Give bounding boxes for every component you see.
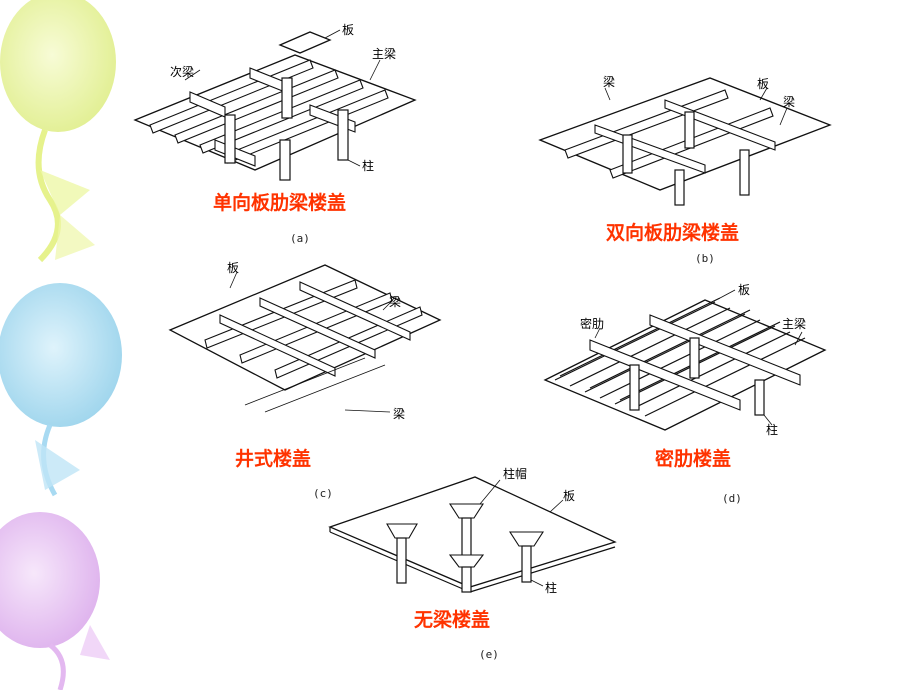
label-slab: 板 [738,283,750,297]
columns [622,111,750,206]
label-rib: 密肋 [580,316,604,331]
label-secondary-beam: 次梁 [170,64,194,79]
label-slab: 板 [227,261,239,275]
fig-e-sub: (e) [479,648,499,661]
blue-balloon [0,283,122,497]
label-beam-upper: 梁 [389,294,401,309]
figure-e-flat-slab: 柱帽 板 柱 [328,466,617,595]
label-beam-right: 梁 [783,94,795,109]
figure-a-one-way-slab: 板 次梁 主梁 柱 [133,23,417,181]
label-beam-lower: 梁 [393,406,405,421]
fig-b-sub: (b) [695,252,715,265]
label-column: 柱 [362,158,374,173]
dense-ribs [554,297,806,417]
label-column: 柱 [766,422,778,437]
main-beams [589,314,801,411]
figure-b-two-way-slab: 梁 板 梁 [538,74,832,206]
columns [629,337,765,416]
grid-beams [204,279,423,379]
label-slab: 板 [342,23,354,37]
figure-d-ribbed-slab: 板 密肋 主梁 柱 [543,283,827,437]
label-main-beam: 主梁 [782,316,806,331]
columns [224,77,349,181]
purple-balloon [0,512,110,690]
column-capitals-and-columns [386,503,545,593]
fig-c-sub: (c) [313,487,333,500]
yellow-balloon [0,0,116,263]
balloon-decoration [0,0,122,690]
fig-b-title: 双向板肋梁楼盖 [606,222,740,244]
label-capital: 柱帽 [503,466,527,481]
label-slab: 板 [563,489,575,503]
fig-d-sub: (d) [722,492,742,505]
fig-e-title: 无梁楼盖 [414,609,491,631]
label-main-beam: 主梁 [372,46,396,61]
fig-d-title: 密肋楼盖 [655,448,732,470]
fig-c-title: 井式楼盖 [235,448,312,470]
label-column: 柱 [545,580,557,595]
fig-a-title: 单向板肋梁楼盖 [213,192,347,214]
label-beam-left: 梁 [603,74,615,89]
fig-a-sub: (a) [290,232,310,245]
figure-c-waffle-slab: 板 梁 梁 [168,261,442,421]
label-slab: 板 [757,77,769,91]
